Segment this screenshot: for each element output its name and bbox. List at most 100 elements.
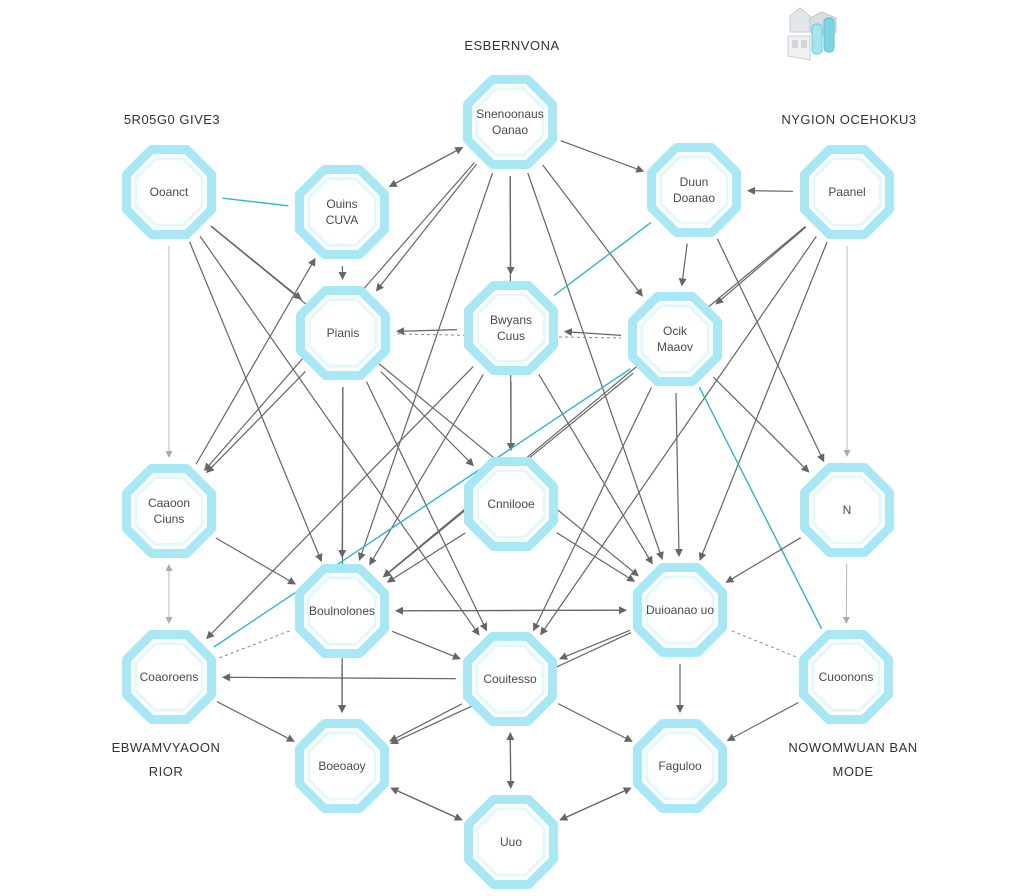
title-top-right: NYGION OCEHOKU3 xyxy=(781,112,916,127)
node-shape xyxy=(628,292,722,386)
edge-n9-n3 xyxy=(195,257,316,465)
edge-n2-n15 xyxy=(199,235,480,636)
node-inner-ring xyxy=(475,644,545,714)
node-shape xyxy=(295,564,389,658)
factory-icon xyxy=(787,7,837,61)
title-bottom-left-line1: EBWAMVYAOON xyxy=(112,740,221,755)
node-label: Boeoaoy xyxy=(318,759,365,773)
edge-n19-n18 xyxy=(559,787,632,821)
node-n12[interactable]: Boulnolones xyxy=(295,564,389,658)
node-label: Caaoon xyxy=(148,496,190,510)
edge-n5-n4 xyxy=(747,186,794,195)
edge-n6-n9 xyxy=(206,371,306,474)
node-n15[interactable]: Couitesso xyxy=(463,632,557,726)
edge-n15-n17 xyxy=(389,703,463,742)
title-top-center: ESBERNVONA xyxy=(464,38,559,53)
node-shape xyxy=(633,563,727,657)
node-shape xyxy=(296,286,390,380)
node-n19[interactable]: Uuo xyxy=(464,795,558,889)
node-layer: SnenoonausOanaoOoanctOuinsCUVADuunDoanao… xyxy=(122,75,894,889)
node-n2[interactable]: Ooanct xyxy=(122,145,216,239)
edge-n4-n11 xyxy=(716,238,825,463)
edge-n8-n15 xyxy=(533,387,652,632)
edge-n5-n12 xyxy=(382,226,806,578)
edge-n4-n7 xyxy=(553,221,652,297)
edge-n6-n8 xyxy=(396,333,622,339)
node-label: Couitesso xyxy=(483,672,537,686)
node-label: Uuo xyxy=(500,835,522,849)
node-label: Paanel xyxy=(828,185,865,199)
node-label: Cnnilooe xyxy=(487,497,535,511)
node-label: Ocik xyxy=(663,324,688,338)
edge-n2-n13 xyxy=(210,225,639,577)
edge-n14-n12 xyxy=(219,629,292,659)
node-inner-ring xyxy=(476,293,546,363)
node-inner-ring xyxy=(476,807,546,877)
node-inner-ring xyxy=(134,642,204,712)
node-inner-ring xyxy=(308,298,378,368)
edge-n13-n15 xyxy=(559,629,631,660)
edge-n12-n15 xyxy=(391,630,461,660)
node-inner-ring xyxy=(307,731,377,801)
edge-n4-n8 xyxy=(678,243,688,287)
node-shape xyxy=(295,165,389,259)
edge-n11-n13 xyxy=(725,537,802,583)
node-shape xyxy=(800,463,894,557)
node-label: Cuus xyxy=(497,329,525,343)
edge-n8-n7 xyxy=(563,328,622,337)
node-label: Pianis xyxy=(327,326,360,340)
node-label: CUVA xyxy=(326,213,358,227)
edge-n7-n14 xyxy=(206,366,474,640)
edge-n8-n16 xyxy=(698,386,823,630)
node-n5[interactable]: Paanel xyxy=(800,145,894,239)
node-shape xyxy=(295,719,389,813)
node-n16[interactable]: Cuoonons xyxy=(799,630,893,724)
node-n14[interactable]: Coaoroens xyxy=(122,630,216,724)
node-shape xyxy=(647,143,741,237)
node-inner-ring xyxy=(307,177,377,247)
node-label: Ouins xyxy=(326,197,357,211)
edge-n15-n18 xyxy=(557,703,633,742)
node-n11[interactable]: N xyxy=(800,463,894,557)
edge-n1-n6 xyxy=(375,163,477,292)
edge-n7-n13 xyxy=(538,373,653,565)
node-inner-ring xyxy=(475,87,545,157)
edge-n10-n12 xyxy=(386,532,466,583)
edge-n6-n10 xyxy=(380,371,474,467)
node-n10[interactable]: Cnnilooe xyxy=(464,457,558,551)
node-shape xyxy=(464,281,558,375)
node-n13[interactable]: Duioanao uo xyxy=(633,563,727,657)
node-inner-ring xyxy=(640,304,710,374)
edge-n2-n12 xyxy=(189,241,323,563)
node-label: Maaov xyxy=(657,340,693,354)
edge-n10-n13 xyxy=(556,532,636,582)
edge-n14-n8 xyxy=(213,368,631,648)
node-label: Doanao xyxy=(673,191,715,205)
node-label: N xyxy=(843,503,852,517)
node-shape xyxy=(122,464,216,558)
node-label: Snenoonaus xyxy=(476,107,543,121)
node-inner-ring xyxy=(476,469,546,539)
node-shape xyxy=(464,795,558,889)
edge-n14-n17 xyxy=(216,701,295,742)
node-n6[interactable]: Pianis xyxy=(296,286,390,380)
edge-n6-n15 xyxy=(365,381,488,632)
node-shape xyxy=(463,632,557,726)
edge-n5-n15 xyxy=(540,236,817,636)
edge-n7-n12 xyxy=(369,374,484,566)
edge-n16-n18 xyxy=(726,701,799,742)
edge-n5-n8 xyxy=(715,226,807,305)
edge-n8-n13 xyxy=(674,392,683,557)
node-n18[interactable]: Faguloo xyxy=(633,719,727,813)
edge-n8-n11 xyxy=(712,376,810,473)
node-label: Duun xyxy=(680,175,709,189)
node-n17[interactable]: Boeoaoy xyxy=(295,719,389,813)
edge-n6-n17 xyxy=(338,386,347,713)
